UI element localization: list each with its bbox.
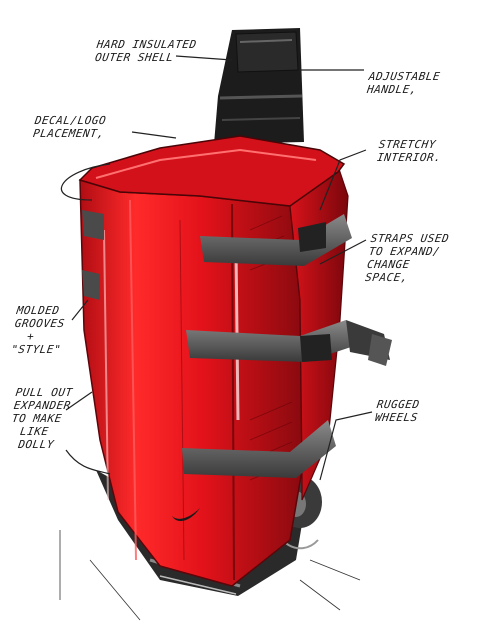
note-interior-line: INTERIOR.	[376, 151, 443, 164]
note-expander-line: DOLLY	[17, 438, 55, 451]
note-straps: STRAPS USED TO EXPAND/ CHANGE SPACE,	[364, 232, 450, 284]
note-grooves-line: MOLDED	[15, 304, 61, 317]
note-handle: ADJUSTABLE HANDLE,	[366, 70, 441, 96]
note-outer-shell-line: HARD INSULATED	[96, 38, 198, 51]
note-handle-line: HANDLE,	[366, 83, 418, 96]
swoosh-logo	[172, 508, 200, 522]
note-wheels: RUGGED WHEELS	[374, 398, 420, 424]
note-straps-line: CHANGE	[366, 258, 411, 271]
note-decal-line: DECAL/LOGO	[34, 114, 108, 127]
note-decal-line: PLACEMENT,	[32, 127, 106, 140]
note-handle-line: ADJUSTABLE	[368, 70, 442, 83]
note-decal: DECAL/LOGO PLACEMENT,	[32, 114, 107, 140]
note-expander: PULL OUT EXPANDER TO MAKE LIKE DOLLY	[7, 386, 73, 451]
note-grooves: MOLDED GROOVES + "STYLE"	[10, 304, 67, 356]
floor-shadow	[59, 530, 361, 621]
note-expander-line: TO MAKE	[11, 412, 63, 425]
note-outer-shell-line: OUTER SHELL	[94, 51, 175, 64]
note-wheels-line: WHEELS	[374, 411, 419, 424]
note-straps-line: TO EXPAND/	[368, 245, 442, 258]
note-interior: STRETCHY INTERIOR.	[376, 138, 444, 164]
note-expander-line: PULL OUT	[14, 386, 74, 399]
note-interior-line: STRETCHY	[378, 138, 437, 151]
note-grooves-line: +	[26, 330, 36, 343]
note-expander-line: EXPANDER	[12, 399, 72, 412]
note-grooves-line: GROOVES	[14, 317, 66, 330]
note-wheels-line: RUGGED	[376, 398, 421, 411]
adjustable-handle	[214, 28, 304, 144]
note-straps-line: STRAPS USED	[369, 232, 451, 245]
note-straps-line: SPACE,	[364, 271, 409, 284]
annotation-leaders	[60, 55, 373, 481]
expansion-straps	[82, 210, 392, 478]
note-expander-line: LIKE	[19, 425, 50, 438]
note-outer-shell: HARD INSULATED OUTER SHELL	[94, 38, 197, 64]
note-grooves-line: "STYLE"	[10, 343, 63, 356]
